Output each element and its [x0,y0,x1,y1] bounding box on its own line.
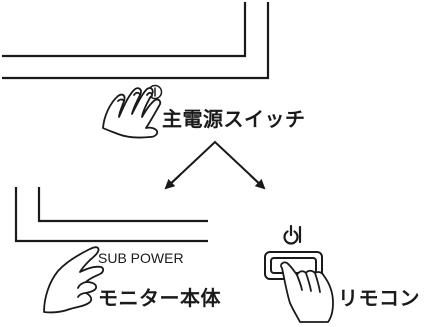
main-power-switch-label: 主電源スイッチ [162,107,306,131]
sub-power-label: SUB POWER [98,250,184,266]
hand-remote-icon [280,261,334,323]
hand-main-switch-icon [102,87,162,139]
standby-icon [283,224,302,245]
top-monitor-frame [2,2,270,80]
monitor-body-label: モニター本体 [98,286,221,310]
split-arrows [164,140,266,190]
remote-control-label: リモコン [338,286,420,310]
hand-sub-power-icon [43,246,105,314]
monitor-body-frame [14,187,208,243]
